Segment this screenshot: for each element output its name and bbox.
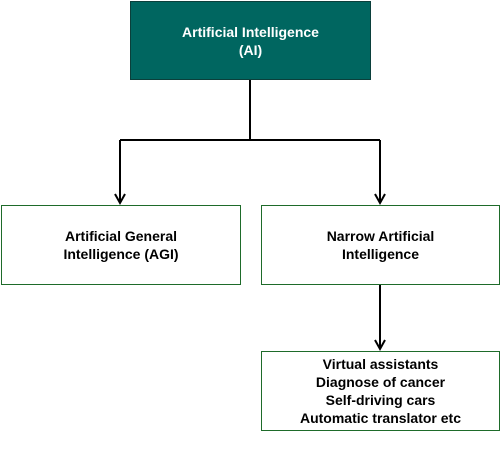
example-item: Diagnose of cancer <box>315 374 446 390</box>
agi-node: Artificial General Intelligence (AGI) <box>1 205 241 285</box>
agi-label-line-1: Artificial General <box>64 228 178 244</box>
root-label-line-1: Artificial Intelligence <box>182 23 319 40</box>
agi-label-line-2: Intelligence (AGI) <box>63 246 179 262</box>
narrow-label-line-1: Narrow Artificial <box>326 228 435 244</box>
example-item: Virtual assistants <box>322 356 439 372</box>
examples-node: Virtual assistants Diagnose of cancer Se… <box>261 351 500 431</box>
ai-root-node: Artificial Intelligence (AI) <box>130 1 371 80</box>
example-item: Automatic translator etc <box>299 410 462 426</box>
narrow-label-line-2: Intelligence <box>341 246 420 262</box>
narrow-ai-node: Narrow Artificial Intelligence <box>261 205 500 285</box>
arrowhead-narrow <box>374 193 386 206</box>
arrowhead-examples <box>374 339 386 352</box>
example-item: Self-driving cars <box>325 392 436 408</box>
root-label-line-2: (AI) <box>238 41 263 58</box>
arrowhead-agi <box>114 193 126 206</box>
